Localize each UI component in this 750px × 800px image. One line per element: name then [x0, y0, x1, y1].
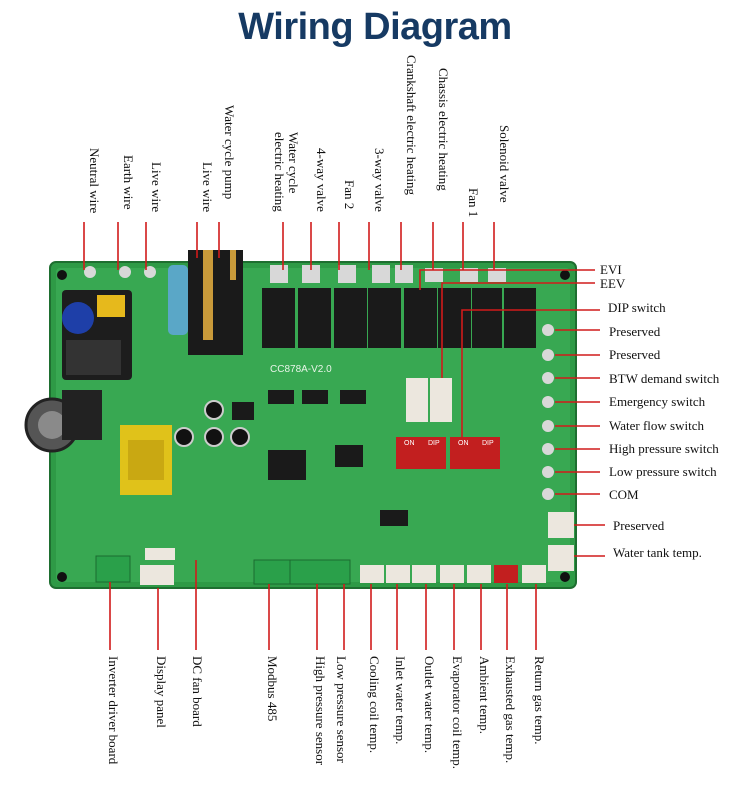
- callout-labels: Neutral wire Earth wire Live wire Live wire…: [87, 55, 720, 769]
- label-right-10: Low pressure switch: [609, 464, 717, 479]
- label-bottom-13: Return gas temp.: [532, 656, 547, 744]
- label-right-6: BTW demand switch: [609, 371, 720, 386]
- label-top-1: Neutral wire: [87, 148, 102, 214]
- label-bottom-1: Inverter driver board: [106, 656, 121, 765]
- label-right-5: Preserved: [609, 347, 661, 362]
- page-title: Wiring Diagram: [238, 6, 512, 48]
- dip-label-4: DIP: [482, 440, 494, 447]
- callout-line-right-3: [461, 309, 600, 437]
- label-top-4: Live wire: [200, 162, 215, 212]
- label-top-8: Fan 2: [342, 180, 357, 209]
- callout-lines: [83, 222, 605, 650]
- label-right-2: EEV: [600, 276, 626, 291]
- label-bottom-6: Low pressure sensor: [334, 656, 349, 764]
- label-right-12: Preserved: [613, 518, 665, 533]
- pcb-components: [24, 250, 574, 585]
- dip-label-2: DIP: [428, 440, 440, 447]
- dip-label-1: ON: [404, 440, 415, 447]
- label-right-8: Water flow switch: [609, 418, 704, 433]
- label-top-12: Fan 1: [466, 188, 481, 217]
- label-bottom-8: Inlet water temp.: [393, 656, 408, 744]
- callout-line-right-2: [441, 282, 595, 378]
- board-model-text: CC878A-V2.0: [270, 364, 332, 375]
- label-top-9: 3-way valve: [372, 148, 387, 212]
- label-bottom-7: Cooling coil temp.: [367, 656, 382, 753]
- label-right-3: DIP switch: [608, 300, 666, 315]
- callout-line-right-1: [419, 269, 595, 290]
- label-top-6: Water cycleelectric heating: [272, 132, 301, 212]
- label-bottom-9: Outlet water temp.: [422, 656, 437, 753]
- label-right-1: EVI: [600, 262, 622, 277]
- label-bottom-3: DC fan board: [190, 656, 205, 727]
- label-bottom-2: Display panel: [154, 656, 169, 728]
- label-right-7: Emergency switch: [609, 394, 706, 409]
- label-bottom-5: High pressure sensor: [313, 656, 328, 766]
- label-right-11: COM: [609, 487, 639, 502]
- label-top-7: 4-way valve: [314, 148, 329, 212]
- label-top-11: Chassis electric heating: [436, 68, 451, 191]
- label-bottom-4: Modbus 485: [265, 656, 280, 721]
- label-bottom-11: Ambient temp.: [477, 656, 492, 734]
- label-bottom-10: Evaporator coil temp.: [450, 656, 465, 769]
- label-top-2: Earth wire: [121, 155, 136, 210]
- label-top-10: Crankshaft electric heating: [404, 55, 419, 196]
- dip-label-3: ON: [458, 440, 469, 447]
- label-right-9: High pressure switch: [609, 441, 719, 456]
- label-top-13: Solenoid valve: [497, 125, 512, 203]
- label-right-13: Water tank temp.: [613, 545, 702, 560]
- label-right-4: Preserved: [609, 324, 661, 339]
- label-bottom-12: Exhausted gas temp.: [503, 656, 518, 763]
- label-top-5: Water cycle pump: [222, 105, 237, 199]
- label-top-3: Live wire: [149, 162, 164, 212]
